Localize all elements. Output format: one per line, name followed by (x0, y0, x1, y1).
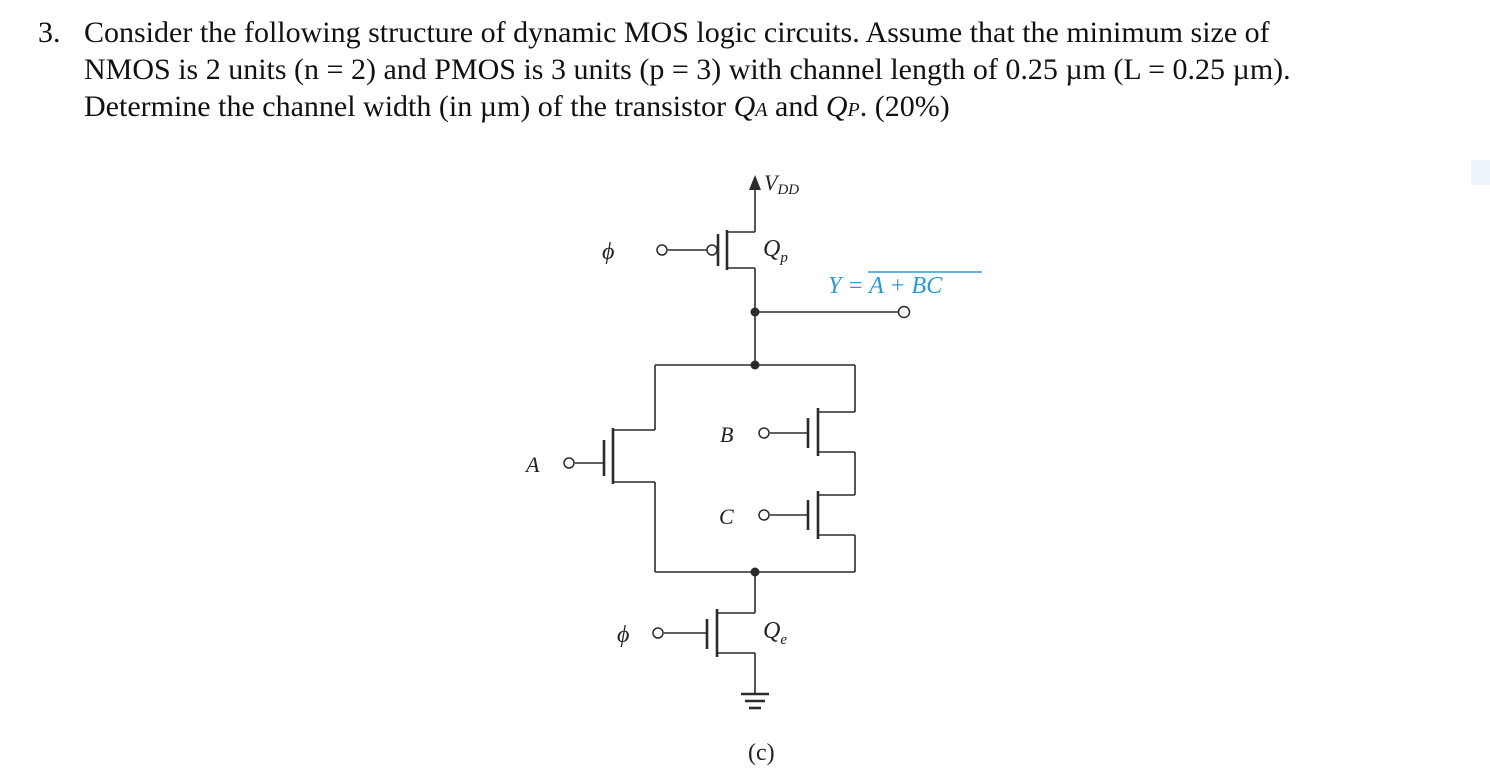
question-number: 3. (38, 16, 61, 49)
ground-icon (741, 692, 769, 710)
pmos-qp (656, 230, 755, 270)
nmos-c (758, 491, 855, 539)
phi-top-label: ϕ (602, 239, 614, 265)
vdd-arrow-icon (749, 175, 761, 190)
nmos-a (563, 428, 655, 484)
transistor-qa-subscript: A (755, 99, 768, 121)
qe-label: Qe (763, 618, 787, 648)
question-line-3-start: Determine the channel width (in µm) of t… (84, 90, 734, 123)
transistor-qa-symbol: Q (733, 90, 756, 123)
question-body: Consider the following structure of dyna… (84, 14, 1291, 129)
nmos-qe (652, 609, 755, 657)
question-line-3: Determine the channel width (in µm) of t… (84, 88, 1291, 129)
nmos-b (758, 408, 855, 456)
figure-caption: (c) (748, 740, 775, 766)
corner-artifact (1471, 160, 1490, 185)
input-c-label: C (719, 504, 734, 529)
vdd-label: VDD (764, 170, 799, 198)
transistor-qp-symbol: Q (825, 90, 848, 123)
phi-bottom-label: ϕ (617, 622, 629, 648)
transistor-qp-subscript: P (847, 99, 860, 121)
question-line-3-and: and (767, 90, 826, 123)
question-line-2: NMOS is 2 units (n = 2) and PMOS is 3 un… (84, 53, 1291, 86)
output-function-label: Y = A + BC (828, 273, 943, 299)
output-terminal (897, 305, 911, 319)
question-line-1: Consider the following structure of dyna… (84, 16, 1270, 49)
input-b-label: B (720, 422, 733, 447)
input-a-label: A (524, 452, 540, 477)
qp-label: Qp (763, 236, 788, 266)
question-line-3-end: . (20%) (859, 90, 950, 123)
